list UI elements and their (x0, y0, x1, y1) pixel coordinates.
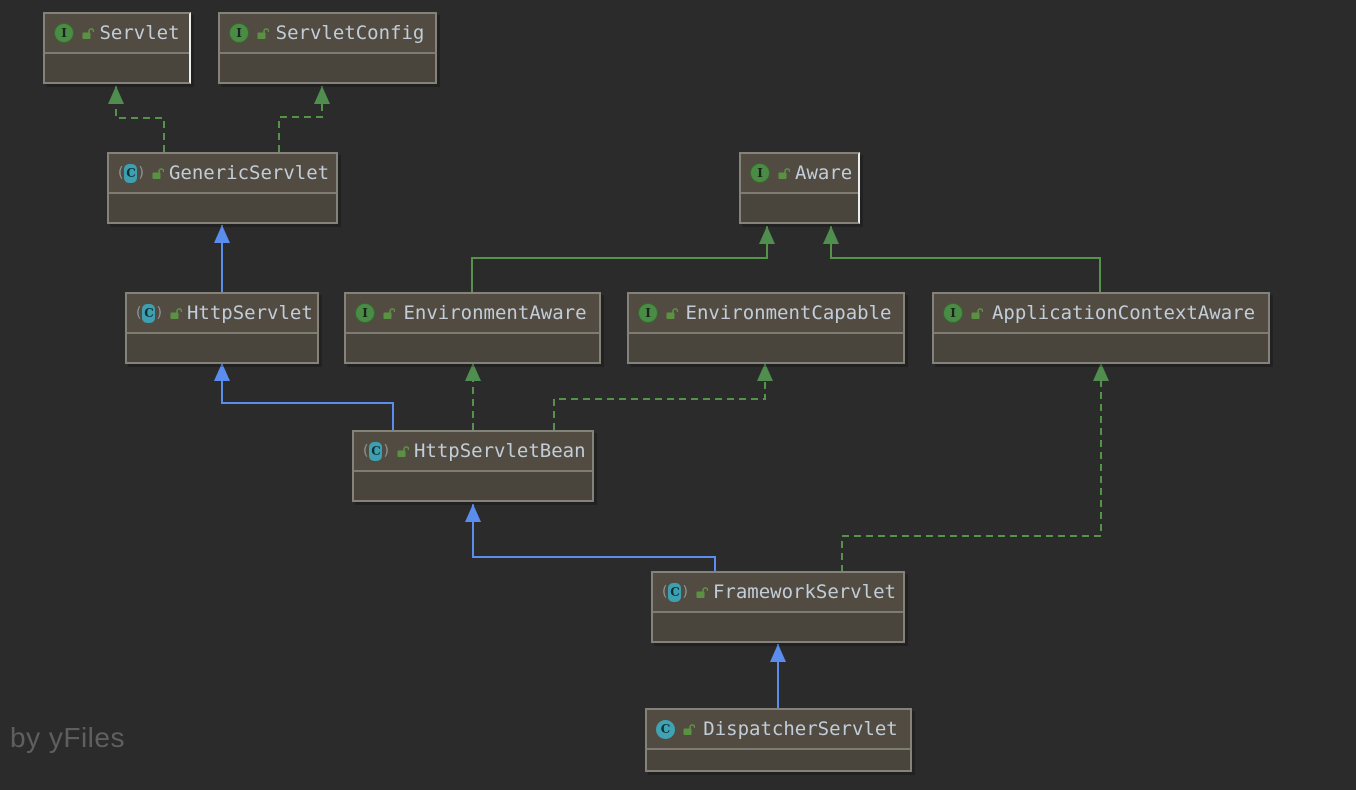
node-label: HttpServlet (186, 302, 313, 324)
abstract-class-icon: (C) (136, 303, 162, 323)
node-label: ApplicationContextAware (991, 302, 1256, 324)
public-lock-icon (682, 723, 695, 736)
class-node-genericservlet[interactable]: (C) GenericServlet (107, 152, 338, 224)
node-compartment (354, 472, 592, 500)
node-compartment (629, 334, 903, 362)
node-compartment (934, 334, 1268, 362)
node-compartment (109, 194, 336, 222)
interface-icon: I (638, 303, 658, 323)
edge-frameworkservlet-implements-applicationcontextaware[interactable] (841, 363, 1109, 572)
class-node-dispatcherservlet[interactable]: C DispatcherServlet (645, 708, 912, 772)
interface-icon: I (229, 23, 249, 43)
node-compartment (45, 54, 189, 82)
abstract-class-icon: (C) (118, 163, 144, 183)
node-compartment (647, 750, 910, 770)
node-label: HttpServletBean (413, 440, 586, 462)
class-node-httpservlet[interactable]: (C) HttpServlet (125, 292, 319, 364)
node-title: C DispatcherServlet (647, 710, 910, 750)
edge-genericservlet-implements-servlet[interactable] (108, 86, 165, 152)
public-lock-icon (396, 445, 409, 458)
node-label: FrameworkServlet (712, 581, 896, 603)
node-label: EnvironmentAware (403, 302, 587, 324)
class-node-frameworkservlet[interactable]: (C) FrameworkServlet (651, 571, 905, 643)
node-title: I ServletConfig (220, 14, 435, 54)
node-title: I ApplicationContextAware (934, 294, 1268, 334)
class-node-applicationcontextaware[interactable]: I ApplicationContextAware (932, 292, 1270, 364)
class-icon: C (656, 719, 675, 739)
public-lock-icon (695, 586, 708, 599)
class-node-aware[interactable]: I Aware (739, 152, 860, 224)
edge-environmentaware-extends-aware[interactable] (471, 226, 775, 292)
public-lock-icon (256, 27, 269, 40)
class-node-environmentaware[interactable]: I EnvironmentAware (344, 292, 601, 364)
node-label: Aware (795, 162, 853, 184)
node-title: (C) GenericServlet (109, 154, 336, 194)
public-lock-icon (81, 27, 94, 40)
node-compartment (346, 334, 599, 362)
node-compartment (653, 613, 903, 641)
class-node-httpservletbean[interactable]: (C) HttpServletBean (352, 430, 594, 502)
interface-icon: I (54, 23, 74, 43)
interface-icon: I (943, 303, 963, 323)
public-lock-icon (169, 307, 182, 320)
node-title: (C) HttpServletBean (354, 432, 592, 472)
node-title: (C) FrameworkServlet (653, 573, 903, 613)
edge-httpservletbean-implements-environmentcapable[interactable] (553, 363, 773, 430)
node-title: I EnvironmentAware (346, 294, 599, 334)
edge-applicationcontextaware-extends-aware[interactable] (823, 226, 1101, 292)
node-label: GenericServlet (168, 162, 330, 184)
edge-genericservlet-implements-servletconfig[interactable] (278, 86, 330, 152)
node-label: ServletConfig (275, 22, 425, 44)
public-lock-icon (665, 307, 678, 320)
public-lock-icon (382, 307, 395, 320)
node-title: I Aware (741, 154, 858, 194)
public-lock-icon (777, 167, 790, 180)
yfiles-watermark: by yFiles (10, 722, 125, 753)
node-label: DispatcherServlet (703, 718, 898, 740)
node-compartment (127, 334, 317, 362)
interface-icon: I (355, 303, 375, 323)
abstract-class-icon: (C) (363, 441, 389, 461)
public-lock-icon (970, 307, 983, 320)
node-label: EnvironmentCapable (685, 302, 892, 324)
node-compartment (220, 54, 435, 82)
edge-httpservletbean-extends-httpservlet[interactable] (214, 363, 394, 430)
public-lock-icon (151, 167, 164, 180)
node-title: I Servlet (45, 14, 189, 54)
class-node-servletconfig[interactable]: I ServletConfig (218, 12, 437, 84)
edge-frameworkservlet-extends-httpservletbean[interactable] (465, 504, 716, 572)
class-node-environmentcapable[interactable]: I EnvironmentCapable (627, 292, 905, 364)
abstract-class-icon: (C) (662, 582, 688, 602)
node-compartment (741, 194, 858, 222)
node-title: I EnvironmentCapable (629, 294, 903, 334)
node-title: (C) HttpServlet (127, 294, 317, 334)
interface-icon: I (750, 163, 770, 183)
class-node-servlet[interactable]: I Servlet (43, 12, 191, 84)
node-label: Servlet (99, 22, 180, 44)
